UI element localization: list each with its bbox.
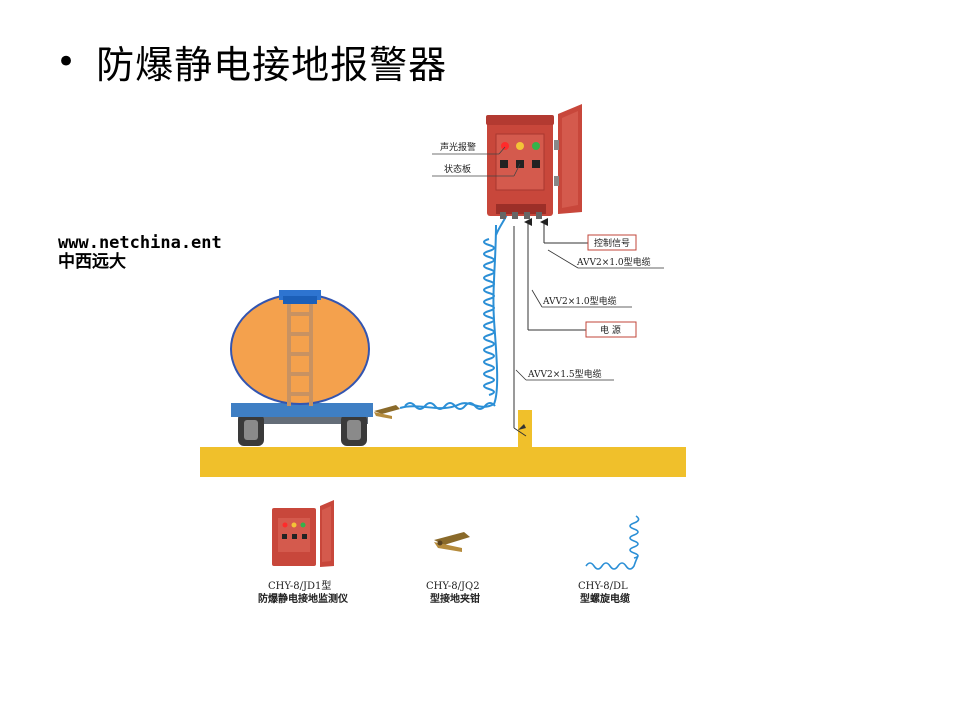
product-1-name: 防爆静电接地监测仪: [258, 592, 349, 605]
label-cable-bottom: AVV2×1.5型电缆: [527, 368, 602, 380]
product-3-model: CHY-8/DL: [578, 581, 628, 592]
truck-platform: [231, 403, 373, 417]
yellow-indicator-icon: [516, 142, 524, 150]
watermark-url: www.netchina.ent: [58, 233, 222, 253]
red-indicator-icon: [501, 142, 509, 150]
coiled-cable: [399, 211, 509, 410]
label-status-panel: 状态板: [444, 163, 471, 175]
watermark: www.netchina.ent 中西远大: [58, 234, 222, 272]
power-box: [585, 321, 637, 338]
leader-line-alarm-diag: [498, 146, 506, 155]
bullet-icon: •: [56, 41, 77, 82]
tank-body: [230, 293, 370, 405]
wheel-left: [238, 414, 264, 446]
control-signal-box: [587, 234, 637, 251]
label-sound-light-alarm: 声光报警: [440, 141, 476, 153]
title-row: • 防爆静电接地报警器: [56, 34, 447, 89]
product-clamp-icon: [434, 532, 470, 552]
tanker-truck: [230, 290, 373, 446]
label-control-signal: 控制信号: [594, 237, 630, 249]
page-title: 防爆静电接地报警器: [96, 43, 448, 87]
product-1-model: CHY-8/JD1型: [268, 579, 331, 592]
ground-post: [518, 410, 532, 448]
alarm-cabinet: [486, 104, 582, 219]
product-2-name: 型接地夹钳: [430, 592, 480, 605]
label-cable-middle: AVV2×1.0型电缆: [542, 295, 617, 307]
tank-hatch: [279, 290, 321, 300]
green-indicator-icon: [532, 142, 540, 150]
wheel-right: [341, 414, 367, 446]
label-cable-top: AVV2×1.0型电缆: [576, 256, 651, 268]
watermark-company: 中西远大: [58, 252, 126, 272]
product-3-name: 型螺旋电缆: [580, 592, 630, 605]
product-monitor-icon: [272, 500, 334, 567]
label-power: 电 源: [600, 324, 621, 336]
ground-slab: [200, 447, 686, 477]
leader-line-status-diag: [513, 163, 521, 177]
tank-ladder: [287, 304, 313, 406]
product-2-model: CHY-8/JQ2: [426, 581, 480, 592]
clamp-icon: [374, 405, 400, 419]
product-coiled-cable-icon: [585, 515, 640, 570]
